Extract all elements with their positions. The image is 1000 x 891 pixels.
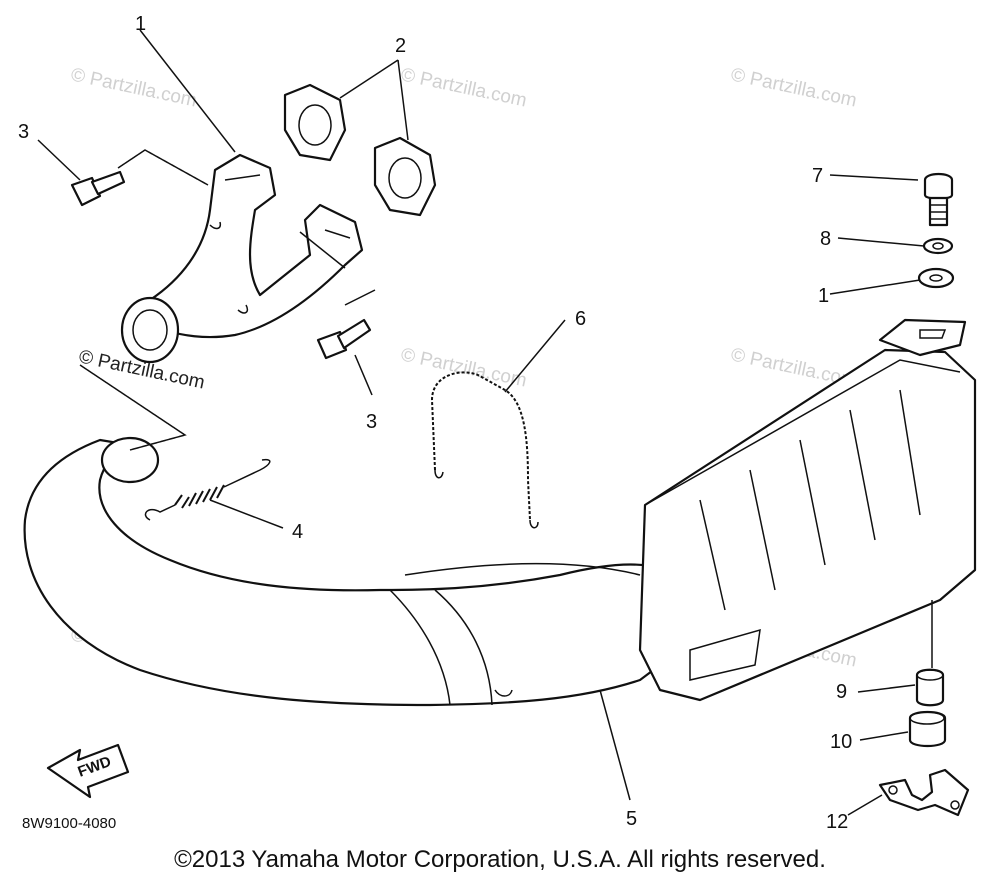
leader-lines — [37, 29, 933, 816]
damper-and-bracket — [878, 668, 970, 817]
muffler-spring-band — [430, 371, 539, 529]
watermark-2: © Partzilla.com — [399, 64, 529, 111]
callout-3b: 3 — [366, 411, 377, 433]
callout-2: 2 — [395, 35, 406, 57]
callout-8: 8 — [820, 228, 831, 250]
callout-5: 5 — [626, 808, 637, 830]
copyright-notice: ©2013 Yamaha Motor Corporation, U.S.A. A… — [174, 846, 826, 873]
callout-1: 1 — [135, 13, 146, 35]
callout-10: 10 — [830, 731, 852, 753]
exhaust-pipe-muffler — [23, 318, 977, 707]
callout-3a: 3 — [18, 121, 29, 143]
callout-1b: 1 — [818, 285, 829, 307]
watermark-3: © Partzilla.com — [729, 64, 859, 111]
callout-4: 4 — [292, 521, 303, 543]
watermark-4: © Partzilla.com — [399, 344, 529, 391]
diagram-number: 8W9100-4080 — [22, 815, 116, 832]
manifold-bolts — [70, 170, 372, 360]
callout-9: 9 — [836, 681, 847, 703]
muffler-bolt-stack — [917, 172, 955, 289]
exhaust-spring — [144, 458, 271, 521]
callout-6: 6 — [575, 308, 586, 330]
exhaust-manifold — [120, 153, 364, 364]
callout-12: 12 — [826, 811, 848, 833]
callout-numbers: 1 2 3 3 4 5 6 7 8 1 9 10 12 — [18, 13, 852, 833]
forward-direction-arrow: FWD — [46, 743, 130, 799]
watermark-1: © Partzilla.com — [69, 64, 199, 111]
gaskets — [283, 83, 437, 217]
callout-7: 7 — [812, 165, 823, 187]
